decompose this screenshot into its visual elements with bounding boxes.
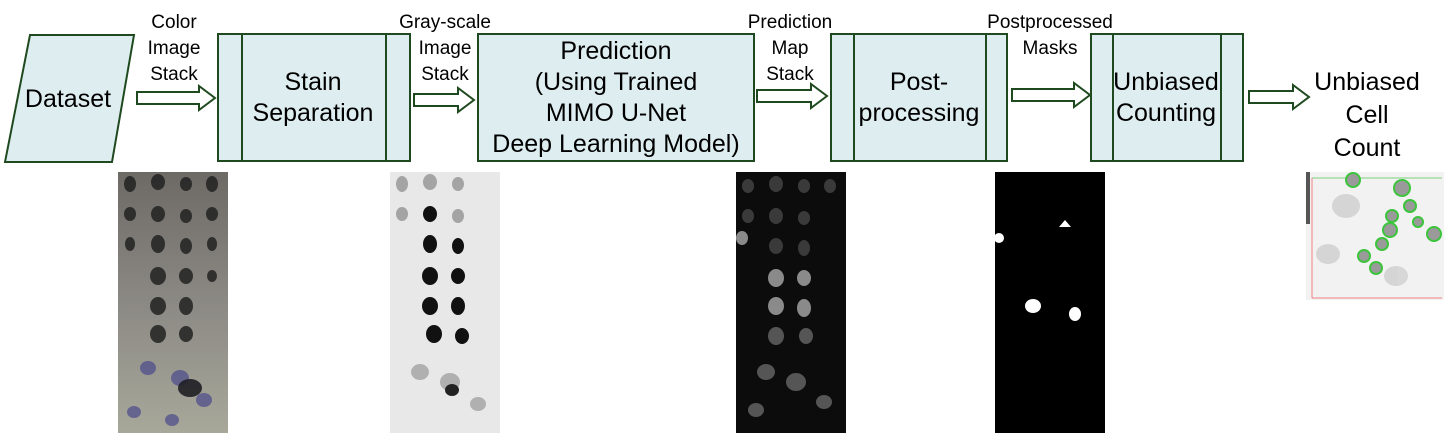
- step-unbiased-counting-label: Unbiased Counting: [1113, 67, 1219, 127]
- postprocessed-masks-image: [995, 172, 1105, 433]
- prediction-map-stack-image: [736, 172, 846, 433]
- edge-label-grayscale-image-stack: Gray-scale Image Stack: [399, 12, 491, 85]
- step-unbiased-counting: Unbiased Counting: [1090, 33, 1244, 162]
- arrow-4: [1011, 81, 1092, 109]
- edge-label-prediction-map-stack: Prediction Map Stack: [747, 12, 833, 85]
- step-prediction-label: Prediction (Using Trained MIMO U-Net Dee…: [492, 36, 740, 158]
- unbiased-count-result-image: [1306, 172, 1444, 300]
- dataset-node: [3, 34, 136, 163]
- grayscale-image-stack-image: [390, 172, 500, 433]
- step-postprocessing: Post- processing: [830, 33, 1008, 162]
- output-unbiased-cell-count: Unbiased Cell Count: [1314, 68, 1420, 162]
- step-stain-separation: Stain Separation: [217, 33, 411, 162]
- arrow-5: [1248, 83, 1311, 111]
- arrow-2: [413, 86, 476, 114]
- arrow-3: [756, 82, 829, 110]
- color-image-stack-image: [118, 172, 228, 433]
- step-stain-separation-label: Stain Separation: [252, 67, 374, 127]
- step-postprocessing-label: Post- processing: [858, 67, 980, 127]
- dataset-label: Dataset: [24, 85, 112, 113]
- edge-label-color-image-stack: Color Image Stack: [147, 12, 201, 85]
- step-prediction: Prediction (Using Trained MIMO U-Net Dee…: [477, 33, 755, 162]
- edge-label-postprocessed-masks: Postprocessed Masks: [987, 12, 1113, 59]
- arrow-1: [136, 84, 217, 112]
